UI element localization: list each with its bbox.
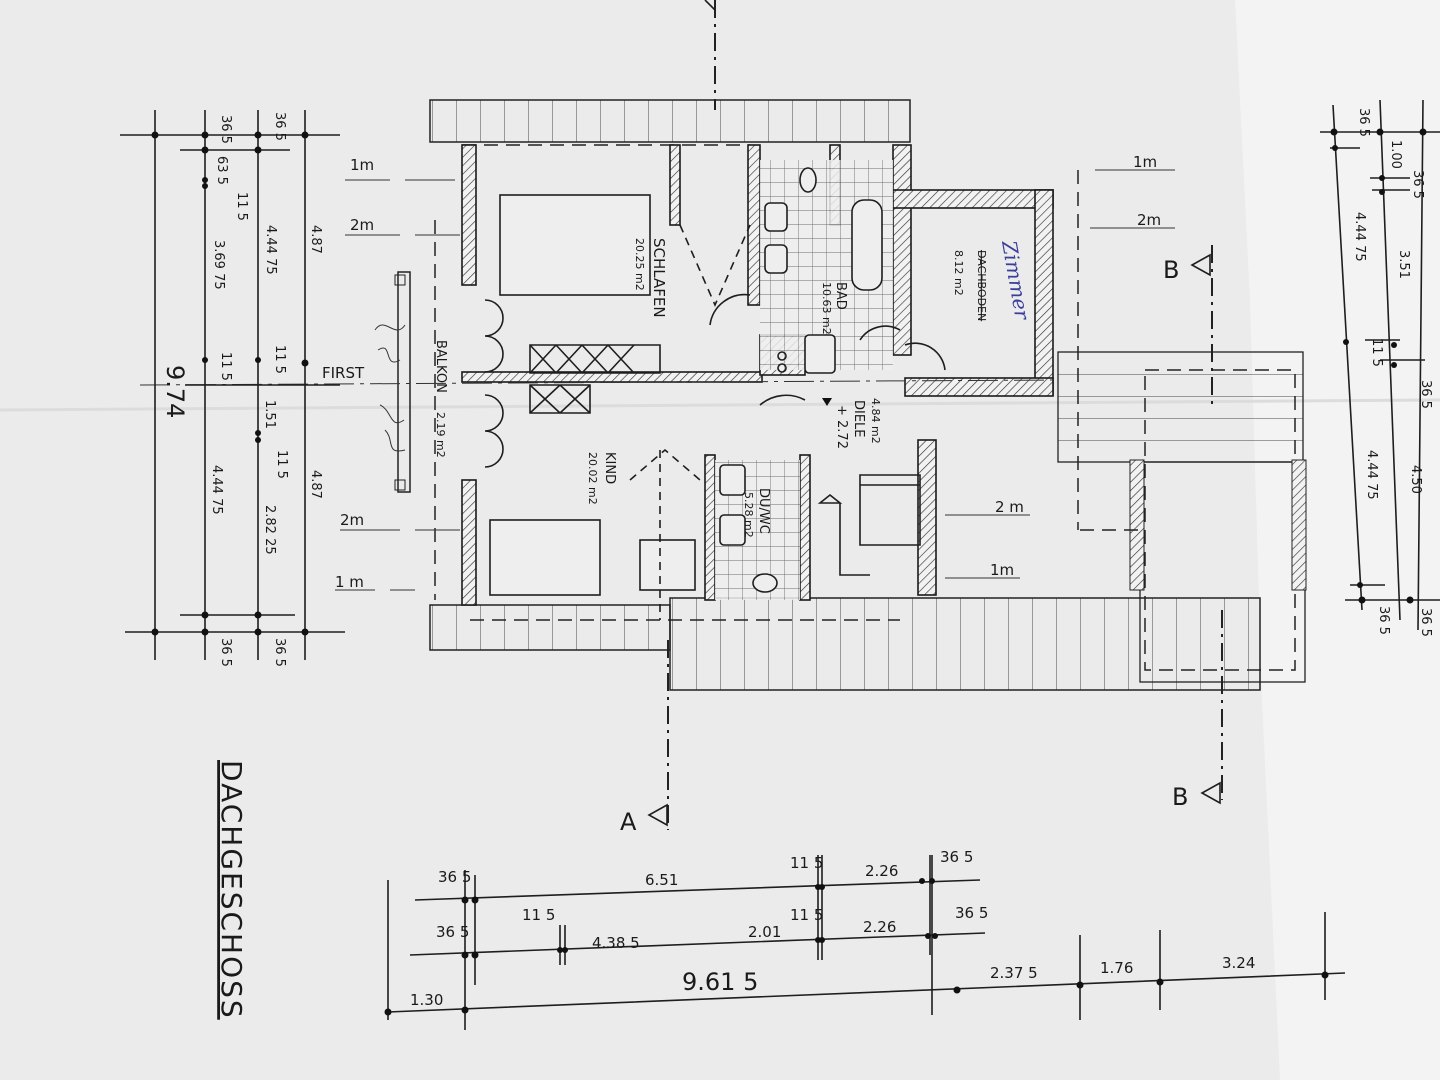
dim-mid: 36 5 xyxy=(272,112,287,141)
dim-row2: 4.38 5 xyxy=(592,934,640,952)
section-b-arrow-icon xyxy=(1200,781,1221,805)
room-area: 20.25 m2 xyxy=(633,238,646,291)
section-b-label-bottom: B xyxy=(1172,783,1188,811)
fixtures xyxy=(484,167,946,620)
section-a-label: A xyxy=(620,808,637,836)
floor-level: + 2.72 xyxy=(834,405,849,449)
room-name: DU/WC xyxy=(756,488,771,534)
section-arrow-a-top xyxy=(704,0,716,11)
dim-mid: 11 5 xyxy=(272,345,287,374)
room-bad: BAD 10.63 m2 xyxy=(820,282,848,335)
room-duwc: DU/WC 5.28 m2 xyxy=(742,488,771,538)
dim-outer: 4.50 xyxy=(1408,465,1423,494)
height-label-1m-right-top: 1m xyxy=(1133,153,1157,171)
dim-mid: 36 5 xyxy=(1418,380,1433,409)
dim-row1: 11 5 xyxy=(790,854,823,872)
height-label-1m-left-bottom: 1 m xyxy=(335,573,364,591)
room-name-struck: DACHBODEN xyxy=(975,250,988,321)
drawing-title: DACHGESCHOSS xyxy=(215,760,248,1020)
dim-mid: 36 5 xyxy=(1410,170,1425,199)
dim-inner: 11 5 xyxy=(218,352,233,381)
dim-mid: 36 5 xyxy=(272,638,287,667)
height-label-2m-left-bottom: 2m xyxy=(340,511,364,529)
dim-inner: 4.44 75 xyxy=(1364,450,1379,500)
paper-fold xyxy=(1235,0,1440,1080)
section-b-arrow-icon xyxy=(1190,253,1211,277)
dim-inner: 36 5 xyxy=(1376,606,1391,635)
room-name: SCHLAFEN xyxy=(650,238,668,318)
dim-mid: 1.51 xyxy=(262,400,277,429)
room-area: 5.28 m2 xyxy=(742,492,755,538)
dim-mid: 11 5 xyxy=(274,450,289,479)
room-name: BALKON xyxy=(433,340,448,393)
roof-eaves xyxy=(429,99,1307,691)
dim-row2: 11 5 xyxy=(522,906,555,924)
height-label-2m-left-top: 2m xyxy=(350,216,374,234)
ridge-label: FIRST xyxy=(322,364,365,382)
dim-mid: 4.44 75 xyxy=(263,225,278,275)
dim-row2: 2.01 xyxy=(748,923,781,941)
dim-row1: 6.51 xyxy=(645,871,678,889)
section-b-label-top: B xyxy=(1163,256,1179,284)
dim-outer-1: 4.87 xyxy=(308,225,323,254)
height-label-1m-right-bottom: 1m xyxy=(990,561,1014,579)
dim-inner: 4.44 75 xyxy=(1352,212,1367,262)
dim-inner: 36 5 xyxy=(218,638,233,667)
level-marker-icon xyxy=(822,398,832,406)
room-balkon: BALKON 2.19 m2 xyxy=(433,340,448,458)
dim-inner: 63 5 xyxy=(214,156,229,185)
dim-inner: 36 5 xyxy=(1356,108,1371,137)
dim-inner: 11 5 xyxy=(234,192,249,221)
dim-row3-total: 9.61 5 xyxy=(682,968,758,996)
dim-row1: 36 5 xyxy=(940,848,973,866)
room-area: 10.63 m2 xyxy=(820,282,833,335)
outer-dashed-lines xyxy=(434,144,1140,621)
balcony xyxy=(374,271,411,493)
dim-inner: 36 5 xyxy=(218,115,233,144)
room-name: KIND xyxy=(602,452,617,484)
height-label-1m-left-top: 1m xyxy=(350,156,374,174)
walls xyxy=(461,144,1054,606)
dim-inner: 3.69 75 xyxy=(211,240,226,290)
room-area: 2.19 m2 xyxy=(434,412,447,458)
dim-row2: 2.26 xyxy=(863,918,896,936)
dim-mid: 2.82 25 xyxy=(262,505,277,555)
room-schlafen: SCHLAFEN 20.25 m2 xyxy=(633,238,668,318)
dim-row3: 1.30 xyxy=(410,991,443,1009)
dim-outer-2: 4.87 xyxy=(308,470,323,499)
dim-row2: 36 5 xyxy=(436,923,469,941)
room-area: 4.84 m2 xyxy=(869,398,882,444)
dimension-chain-right: 4.50 36 5 1.00 36 5 3.51 36 5 36 5 4.44 … xyxy=(1320,99,1440,637)
room-name: BAD xyxy=(833,282,848,310)
dimension-chain-bottom: 36 5 6.51 11 5 2.26 36 5 36 5 4.38 5 11 … xyxy=(384,848,1346,1030)
room-name: DIELE xyxy=(851,400,866,438)
section-a-arrow-icon xyxy=(647,803,668,827)
dim-row3: 3.24 xyxy=(1222,954,1255,972)
height-lines xyxy=(335,169,1175,591)
height-label-2m-right-top: 2m xyxy=(1137,211,1161,229)
dim-row3: 2.37 5 xyxy=(990,964,1038,982)
dim-outer: 36 5 xyxy=(1418,608,1433,637)
room-area: 8.12 m2 xyxy=(952,250,965,296)
dim-mid: 1.00 xyxy=(1388,140,1403,169)
ridge-line xyxy=(139,379,1061,386)
dim-row1: 2.26 xyxy=(865,862,898,880)
dim-row3: 1.76 xyxy=(1100,959,1133,977)
height-label-2m-right-bottom: 2 m xyxy=(995,498,1024,516)
dim-row2: 36 5 xyxy=(955,904,988,922)
dimension-chain-left: 9.74 4.87 4.87 36 5 4.44 75 11 5 1.51 11… xyxy=(120,110,345,667)
dim-inner: 4.44 75 xyxy=(209,465,224,515)
dim-inner: 11 5 xyxy=(1369,338,1384,367)
room-area: 20.02 m2 xyxy=(586,452,599,505)
dim-row2: 11 5 xyxy=(790,906,823,924)
room-kind: KIND 20.02 m2 xyxy=(586,452,617,505)
dim-mid: 3.51 xyxy=(1396,250,1411,279)
dim-row1: 36 5 xyxy=(438,868,471,886)
room-diele: 4.84 m2 DIELE + 2.72 xyxy=(822,398,882,449)
dim-total: 9.74 xyxy=(161,365,189,418)
